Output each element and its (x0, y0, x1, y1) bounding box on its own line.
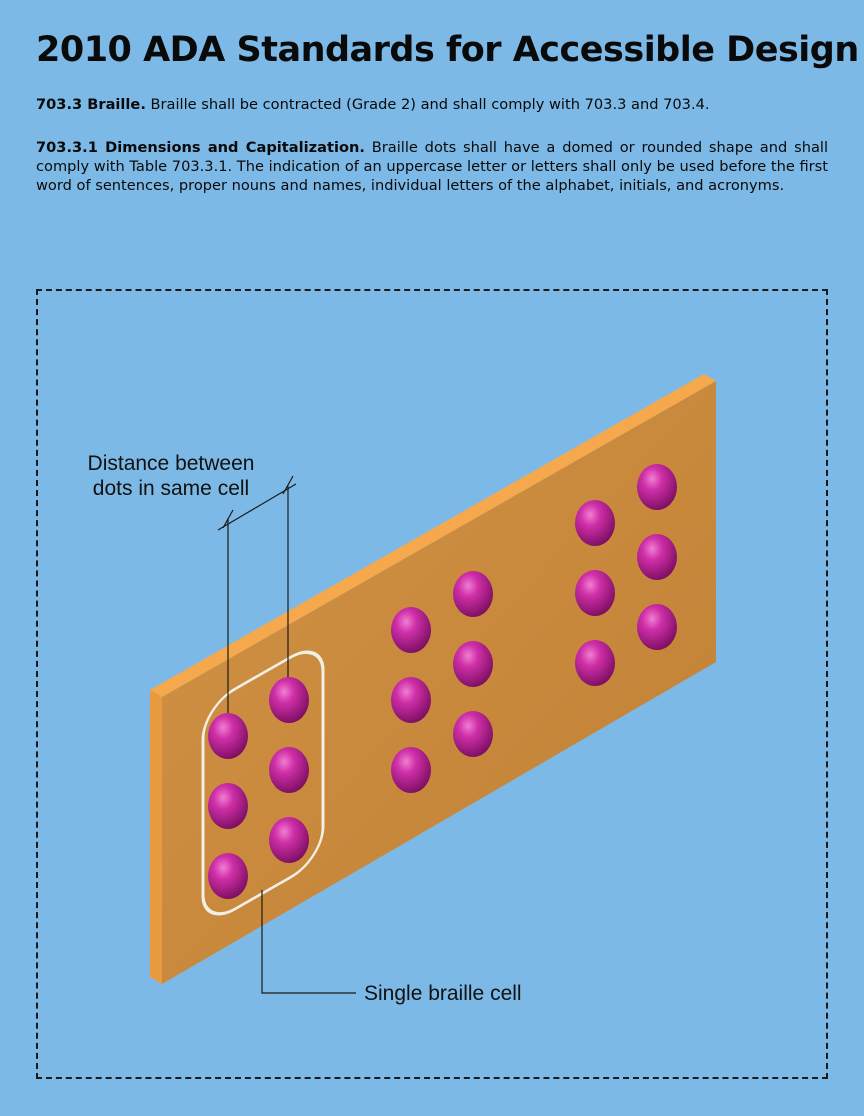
braille-dot (391, 747, 431, 793)
section-heading: 703.3 Braille. (36, 96, 146, 113)
callout-distance-between-dots: Distance between dots in same cell (87, 452, 255, 500)
dimension-lines (217, 475, 356, 994)
braille-dot (269, 817, 309, 863)
page-title: 2010 ADA Standards for Accessible Design (36, 30, 859, 70)
braille-dot (453, 571, 493, 617)
braille-dot (208, 713, 248, 759)
diagram-frame (36, 289, 828, 1079)
braille-cell-2 (391, 571, 493, 793)
section-dimensions-capitalization: 703.3.1 Dimensions and Capitalization. B… (36, 138, 828, 195)
braille-cell-outline (201, 650, 325, 916)
braille-dot (208, 783, 248, 829)
braille-dot (575, 570, 615, 616)
braille-dot (453, 711, 493, 757)
braille-dot (575, 500, 615, 546)
braille-dot (208, 853, 248, 899)
braille-dot (269, 747, 309, 793)
braille-dot (391, 677, 431, 723)
braille-dot (453, 641, 493, 687)
section-braille: 703.3 Braille. Braille shall be contract… (36, 95, 828, 114)
section-text: Braille shall be contracted (Grade 2) an… (150, 96, 710, 113)
plate-side-edge (150, 690, 162, 984)
section-text: Braille dots shall have a domed or round… (36, 139, 828, 194)
braille-dot (637, 604, 677, 650)
braille-dot (637, 534, 677, 580)
callout-single-braille-cell: Single braille cell (364, 982, 522, 1005)
braille-dot (575, 640, 615, 686)
braille-cell-3 (575, 464, 677, 686)
section-heading: 703.3.1 Dimensions and Capitalization. (36, 139, 365, 156)
braille-dot (637, 464, 677, 510)
braille-cell-1 (208, 677, 309, 899)
braille-dot (269, 677, 309, 723)
braille-dot (391, 607, 431, 653)
plate-top-edge (150, 374, 716, 697)
